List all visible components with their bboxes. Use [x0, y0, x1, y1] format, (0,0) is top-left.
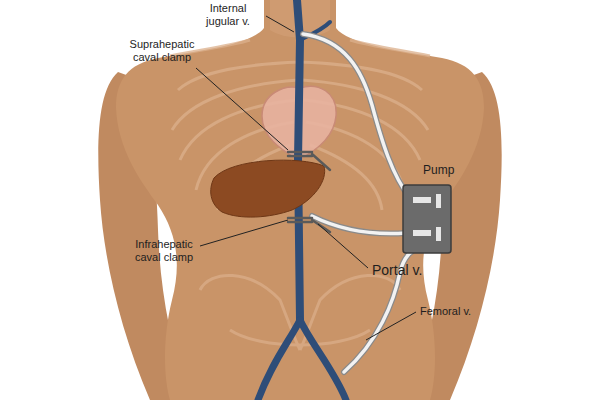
leader-lines [196, 16, 416, 340]
torso [116, 0, 484, 400]
pump-device [403, 185, 451, 253]
part-label: Femoral v. [420, 305, 510, 318]
part-label: Infrahepatic caval clamp [124, 238, 204, 263]
caval-clamps [288, 152, 330, 232]
part-label: Internal jugular v. [193, 2, 263, 27]
liver [211, 160, 325, 217]
part-label: Portal v. [372, 262, 452, 278]
device-label: Pump [423, 163, 454, 177]
part-label: Suprahepatic caval clamp [122, 38, 202, 63]
pump-box: Pump [403, 185, 451, 253]
